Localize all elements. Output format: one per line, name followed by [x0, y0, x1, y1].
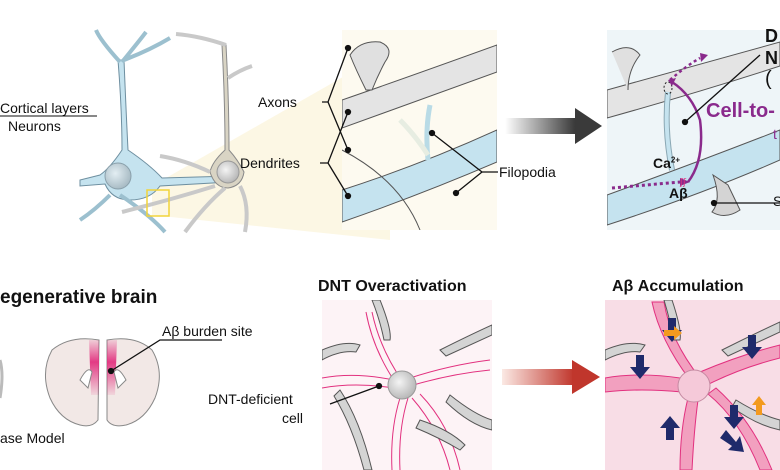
neurons-label: Neurons — [8, 118, 61, 134]
overactivation-panel — [322, 300, 492, 470]
brain-section — [45, 338, 160, 427]
spine-label: S — [773, 193, 780, 209]
deficient-label-line1: DNT-deficient — [208, 391, 293, 407]
overactivation-title: DNT Overactivation — [318, 278, 467, 295]
blue-soma — [104, 162, 132, 190]
mechanism-leaders — [681, 54, 780, 207]
orange-arrows — [664, 326, 766, 415]
burden-leader — [107, 339, 222, 375]
gray-soma — [216, 160, 240, 184]
zoom-panel — [342, 30, 497, 230]
cortical-layers-label: Cortical layers — [0, 100, 89, 116]
right-label-line2: N — [765, 48, 778, 68]
filopodia-leader — [428, 129, 498, 197]
abeta-label: Aβ — [669, 185, 688, 201]
cell-to-cell-sub: t — [773, 126, 777, 142]
filopodia-label: Filopodia — [499, 164, 556, 180]
left-edge-shape — [0, 359, 4, 399]
cell-to-cell-label: Cell-to- — [706, 100, 775, 122]
dendrites-label: Dendrites — [240, 155, 300, 171]
dendrites-leader — [320, 108, 352, 200]
calcium-text: Ca — [653, 155, 671, 171]
axons-leader — [322, 44, 352, 154]
transition-arrow-top — [505, 108, 602, 144]
mechanism-panel: ʃʃ — [607, 30, 780, 230]
right-label-line1: D — [765, 26, 778, 46]
right-label-line3: ( — [765, 68, 772, 90]
zoom-wedge — [152, 50, 390, 240]
deficient-label-line2: cell — [282, 410, 304, 426]
deficient-leader — [329, 382, 383, 405]
accumulated-soma — [677, 369, 711, 403]
model-label: ase Model — [0, 430, 65, 446]
accumulation-title: Aβ Accumulation — [612, 278, 744, 295]
deficient-soma — [387, 370, 417, 400]
calcium-label: Ca2+ — [653, 155, 680, 171]
axons-label: Axons — [258, 94, 297, 110]
selection-box — [146, 189, 170, 217]
calcium-charge: 2+ — [670, 155, 681, 165]
svg-text:ʃʃ: ʃʃ — [679, 178, 687, 188]
section-title: egenerative brain — [0, 287, 158, 308]
transition-arrow-bottom — [502, 360, 600, 394]
burden-site-label: Aβ burden site — [162, 323, 253, 339]
accumulation-panel — [605, 300, 780, 470]
